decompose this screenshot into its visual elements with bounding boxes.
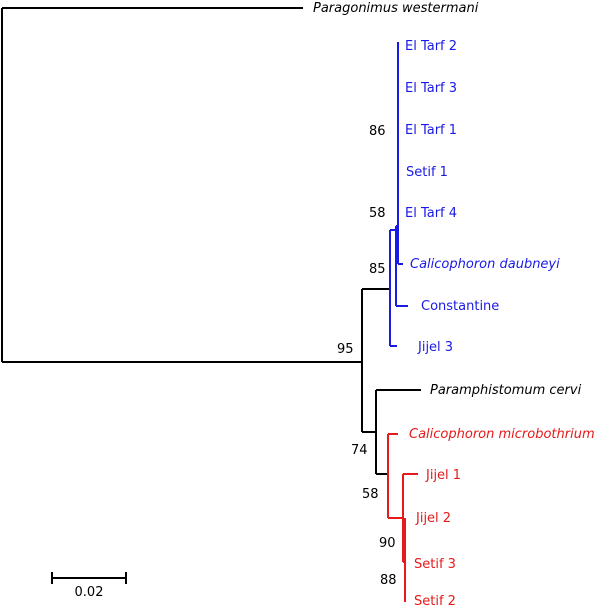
- bootstrap-value-58-red: 58: [362, 487, 379, 502]
- branches-blue: [389, 42, 408, 347]
- taxon-label-jijel-1: Jijel 1: [425, 468, 461, 483]
- taxon-label-constantine: Constantine: [421, 299, 499, 314]
- taxon-label-jijel-2: Jijel 2: [415, 511, 451, 526]
- bootstrap-value-90: 90: [379, 536, 396, 551]
- taxon-label-el-tarf-4: El Tarf 4: [405, 206, 457, 221]
- taxon-label-calicophoron-daubneyi: Calicophoron daubneyi: [410, 257, 560, 272]
- taxon-label-el-tarf-3: El Tarf 3: [405, 81, 457, 96]
- scale-bar: [51, 572, 127, 584]
- taxon-label-jijel-3: Jijel 3: [417, 340, 453, 355]
- bootstrap-value-85: 85: [369, 262, 386, 277]
- taxon-label-setif-2: Setif 2: [414, 594, 456, 607]
- bootstrap-value-58-blue: 58: [369, 206, 386, 221]
- taxon-label-el-tarf-1: El Tarf 1: [405, 123, 457, 138]
- branches-black: [1, 7, 421, 475]
- branches-red: [387, 433, 418, 602]
- taxon-label-el-tarf-2: El Tarf 2: [405, 39, 457, 54]
- bootstrap-value-86: 86: [369, 124, 386, 139]
- taxon-label-setif-1: Setif 1: [406, 165, 448, 180]
- bootstrap-value-95: 95: [337, 342, 354, 357]
- bootstrap-value-88: 88: [380, 573, 397, 588]
- scale-bar-label: 0.02: [75, 585, 104, 600]
- taxon-label-setif-3: Setif 3: [414, 557, 456, 572]
- taxon-label-paramphistomum: Paramphistomum cervi: [430, 383, 582, 398]
- bootstrap-value-74: 74: [351, 443, 368, 458]
- taxon-label-paragonimus: Paragonimus westermani: [313, 1, 479, 16]
- taxon-label-calicophoron-microbothrium: Calicophoron microbothrium: [409, 427, 595, 442]
